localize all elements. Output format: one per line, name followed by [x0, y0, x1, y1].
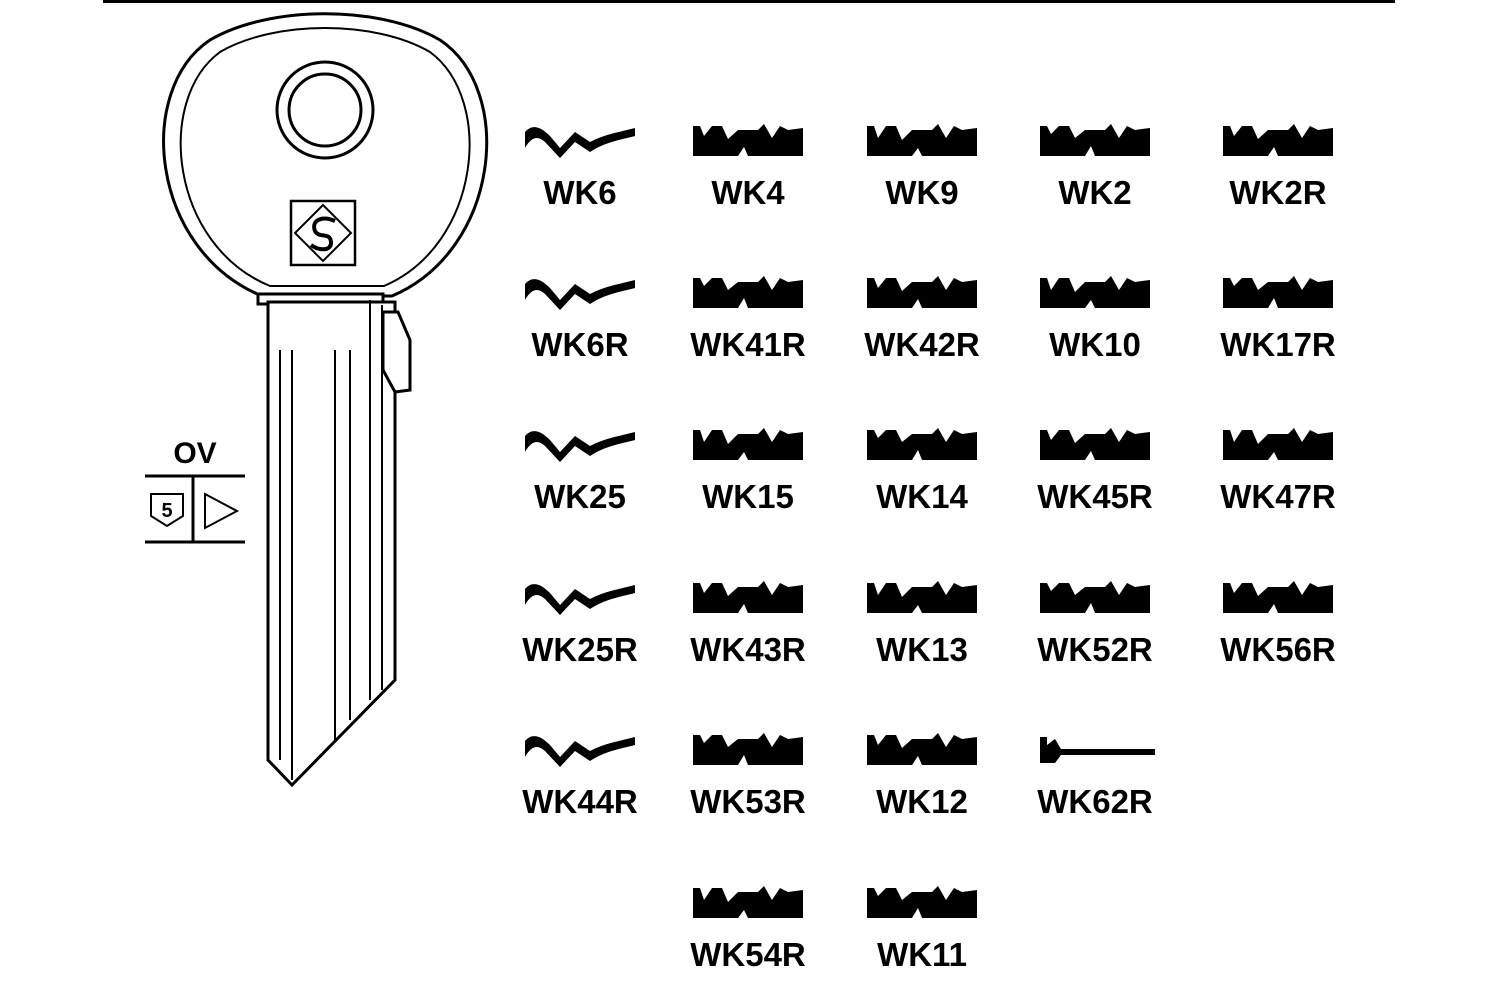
profile-item[interactable]: WK44R — [495, 729, 665, 821]
brand-logo-icon — [289, 199, 357, 267]
keyway-profile-icon — [1223, 428, 1333, 460]
profile-label: WK12 — [876, 783, 968, 820]
profile-label: WK41R — [690, 326, 806, 363]
keyway-profile-icon — [525, 279, 635, 310]
profile-item[interactable]: WK12 — [837, 729, 1007, 821]
profile-item[interactable]: WK6 — [495, 120, 665, 212]
profile-item[interactable]: WK11 — [837, 882, 1007, 974]
profile-item[interactable]: WK54R — [663, 882, 833, 974]
profile-item[interactable]: WK13 — [837, 577, 1007, 669]
profile-item[interactable]: WK2 — [1010, 120, 1180, 212]
keyway-profile-icon — [1040, 428, 1150, 460]
keyway-profile-icon — [693, 428, 803, 460]
profile-item[interactable]: WK45R — [1010, 424, 1180, 516]
keyway-profile-icon — [1040, 581, 1150, 613]
profile-item[interactable]: WK10 — [1010, 272, 1180, 364]
profile-label: WK47R — [1220, 478, 1336, 515]
profile-label: WK54R — [690, 936, 806, 973]
keyway-profile-icon — [1040, 737, 1155, 763]
keyway-profile-icon — [1223, 276, 1333, 308]
keyway-profile-icon — [525, 736, 635, 767]
keyway-profile-icon — [867, 886, 977, 918]
keyway-profile-icon — [525, 431, 635, 462]
profile-label: WK17R — [1220, 326, 1336, 363]
pin-direction-table: 5 — [145, 474, 245, 544]
profile-label: WK14 — [876, 478, 968, 515]
keyway-profile-icon — [693, 581, 803, 613]
profile-label: WK11 — [877, 936, 967, 973]
profile-label: WK25 — [534, 478, 626, 515]
profile-label: WK45R — [1037, 478, 1153, 515]
profile-label: WK15 — [702, 478, 794, 515]
profile-label: WK52R — [1037, 631, 1153, 668]
profile-item[interactable]: WK62R — [1010, 729, 1180, 821]
keyway-profile-icon — [1223, 581, 1333, 613]
profile-label: WK53R — [690, 783, 806, 820]
profile-item[interactable]: WK47R — [1193, 424, 1363, 516]
keyway-profile-icon — [693, 124, 803, 156]
keyway-profile-icon — [693, 276, 803, 308]
keyway-profile-icon — [867, 428, 977, 460]
key-blade-groove — [279, 300, 383, 780]
profile-item[interactable]: WK52R — [1010, 577, 1180, 669]
pin-shield-icon — [150, 493, 184, 528]
keyway-profile-icon — [867, 733, 977, 765]
profile-label: WK43R — [690, 631, 806, 668]
top-rule — [103, 0, 1395, 3]
profile-label: WK4 — [711, 174, 785, 211]
profile-item[interactable]: WK14 — [837, 424, 1007, 516]
profile-label: WK2 — [1058, 174, 1132, 211]
key-hole-inner — [287, 72, 363, 148]
keyway-profile-icon — [1040, 276, 1150, 308]
profile-item[interactable]: WK17R — [1193, 272, 1363, 364]
profile-label: WK56R — [1220, 631, 1336, 668]
pin-count: 5 — [161, 500, 172, 522]
profile-item[interactable]: WK2R — [1193, 120, 1363, 212]
key-code-label: OV — [173, 437, 217, 470]
keyway-profile-icon — [867, 581, 977, 613]
keyway-profile-icon — [1040, 124, 1150, 156]
profile-label: WK44R — [522, 783, 638, 820]
profile-item[interactable]: WK15 — [663, 424, 833, 516]
profile-item[interactable]: WK53R — [663, 729, 833, 821]
profile-item[interactable]: WK56R — [1193, 577, 1363, 669]
profile-item[interactable]: WK42R — [837, 272, 1007, 364]
profile-item[interactable]: WK41R — [663, 272, 833, 364]
profile-label: WK6 — [543, 174, 617, 211]
profile-label: WK9 — [885, 174, 959, 211]
keyway-profile-icon — [867, 124, 977, 156]
profile-label: WK13 — [876, 631, 968, 668]
profile-item[interactable]: WK6R — [495, 272, 665, 364]
profile-item[interactable]: WK4 — [663, 120, 833, 212]
profile-label: WK10 — [1049, 326, 1141, 363]
keyway-profile-icon — [525, 127, 635, 158]
keyway-profile-icon — [693, 733, 803, 765]
direction-triangle-icon — [204, 492, 240, 530]
keyway-profile-icon — [693, 886, 803, 918]
profile-label: WK62R — [1037, 783, 1153, 820]
profile-label: WK42R — [864, 326, 980, 363]
profile-label: WK2R — [1229, 174, 1327, 211]
profile-item[interactable]: WK25R — [495, 577, 665, 669]
profile-label: WK6R — [531, 326, 629, 363]
profile-item[interactable]: WK43R — [663, 577, 833, 669]
keyway-profile-icon — [1223, 124, 1333, 156]
keyway-profile-icon — [867, 276, 977, 308]
key-blade — [266, 300, 397, 788]
profile-item[interactable]: WK25 — [495, 424, 665, 516]
profile-item[interactable]: WK9 — [837, 120, 1007, 212]
key-blank-drawing — [162, 12, 489, 788]
keyway-profile-icon — [525, 584, 635, 615]
key-ward — [381, 310, 412, 394]
profile-label: WK25R — [522, 631, 638, 668]
